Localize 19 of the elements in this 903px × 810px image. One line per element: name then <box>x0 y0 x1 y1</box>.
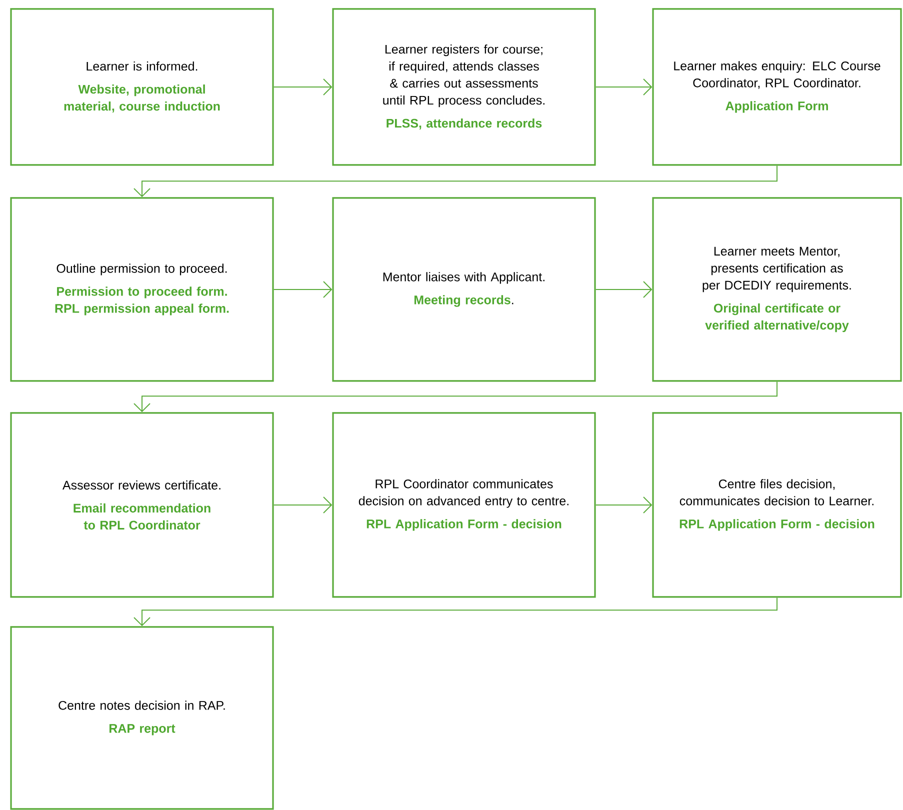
process-box: RPL Coordinator communicates decision on advanced entry to centre. RPL Application Form - decision <box>332 412 596 598</box>
process-box: Learner meets Mentor, presents certification as per DCEDIY requirements. Original certificate or verified alternative/copy <box>652 197 902 382</box>
arrow <box>273 78 332 96</box>
arrow <box>595 280 652 298</box>
arrow <box>134 381 778 412</box>
arrow <box>134 597 778 626</box>
process-box: Mentor liaises with Applicant. Meeting records. <box>332 197 596 382</box>
process-box: Centre files decision, communicates decision to Learner. RPL Application Form - decision <box>652 412 902 598</box>
process-box: Learner registers for course; if required, attends classes & carries out assessments until RPL process concludes. PLSS, attendance records <box>332 8 596 166</box>
arrow <box>134 165 778 198</box>
process-box: Learner makes enquiry: ELC Course Coordinator, RPL Coordinator. Application Form <box>652 8 902 166</box>
process-box: Assessor reviews certificate. Email recommendation to RPL Coordinator <box>10 412 274 598</box>
process-box: Learner is informed. Website, promotional material, course induction <box>10 8 274 166</box>
arrow <box>595 496 652 514</box>
arrow <box>273 280 332 298</box>
process-box: Centre notes decision in RAP. RAP report <box>10 626 274 810</box>
arrow <box>595 78 652 96</box>
arrow <box>273 496 332 514</box>
process-box: Outline permission to proceed. Permission to proceed form. RPL permission appeal form. <box>10 197 274 382</box>
